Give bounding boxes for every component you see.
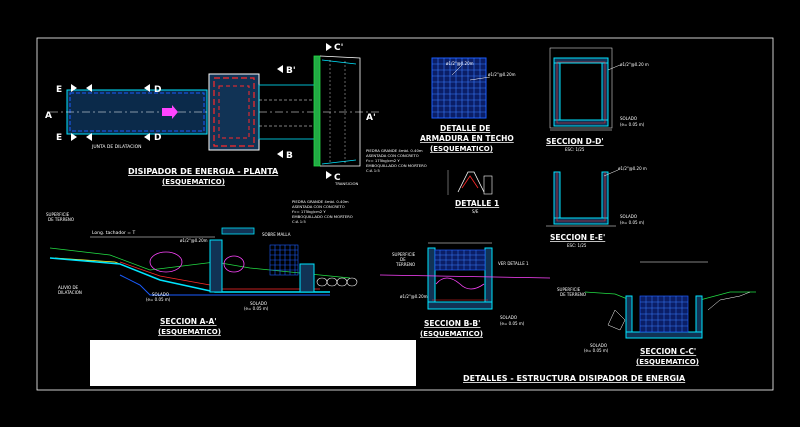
section-dd-view[interactable]: ø1/2"@0.20 m SOLADO (e= 0.05 m): [549, 47, 649, 131]
plan-mark-a: A: [45, 111, 52, 121]
aa-solado1-1: (e= 0.05 m): [146, 297, 171, 302]
sheet-title: DETALLES - ESTRUCTURA DISIPADOR DE ENERG…: [463, 374, 686, 383]
armadura-subtitle: (ESQUEMATICO): [430, 145, 493, 153]
plan-label-transicion: TRANSICION: [334, 181, 359, 186]
section-aa-subtitle: (ESQUEMATICO): [158, 328, 221, 336]
aa-long: Long. tachador = T: [92, 230, 135, 236]
plan-mark-d2: D: [154, 133, 161, 143]
section-bb-view[interactable]: SUPERFICIE DE TERRENO VER DETALLE 1 ø1/2…: [379, 242, 551, 326]
aa-solado2-0: SOLADO: [250, 301, 267, 306]
armadura-rebar1: ø1/2"@0.20m: [446, 61, 474, 66]
cc-solado-1: (e= 0.05 m): [584, 348, 609, 353]
section-dd-scale: ESC: 1/25: [565, 147, 585, 152]
plan-mark-c-prime: C': [334, 43, 343, 53]
cc-solado-0: SOLADO: [590, 343, 607, 348]
bb-solado-1: (e= 0.05 m): [500, 321, 525, 326]
armadura-view[interactable]: ø1/2"@0.20m ø1/2"@0.20m: [431, 57, 516, 119]
section-cc-title: SECCION C-C': [640, 347, 696, 356]
section-bb-title: SECCION B-B': [424, 319, 480, 328]
plan-note-1: ASENTADA CON CONCRETO: [366, 153, 419, 158]
aa-note-0: PIEDRA GRANDE 4mbl. 0.40m: [292, 199, 349, 204]
section-cc-view[interactable]: SUPERFICIE DE TERRENO SOLADO (e= 0.05 m): [557, 261, 756, 353]
aa-surface-0: SUPERFICIE: [46, 212, 70, 217]
aa-note-2: f'c= 175kg/cm2 Y: [292, 209, 326, 214]
dd-rebar: ø1/2"@0.20 m: [620, 62, 649, 67]
bb-solado-0: SOLADO: [500, 315, 517, 320]
plan-mark-b: B: [286, 151, 293, 161]
plan-note-0: PIEDRA GRANDE 4mbl. 0.40m: [366, 148, 423, 153]
plan-mark-d1: D: [154, 85, 161, 95]
aa-note-3: EMBOQUILLADO CON MORTERO: [292, 214, 353, 219]
cc-surface-0: SUPERFICIE: [557, 287, 581, 292]
cc-surface-1: DE TERRENO: [560, 292, 586, 297]
bb-rebar: ø1/2"@0.20m: [400, 294, 428, 299]
section-ee-view[interactable]: ø1/2"@0.20 m SOLADO (e= 0.05 m): [546, 166, 647, 227]
aa-water-0: ALIVIO DE: [58, 285, 79, 290]
aa-grid: SOBRE MALLA: [262, 232, 291, 237]
plan-note-2: f'c= 175kg/cm2 Y: [366, 158, 400, 163]
plan-subtitle: (ESQUEMATICO): [162, 178, 225, 186]
bb-surface-2: TERRENO: [395, 262, 415, 267]
plan-note-4: C:A 1:5: [366, 168, 380, 173]
section-ee-scale: ESC: 1/25: [567, 243, 587, 248]
armadura-title2: ARMADURA EN TECHO: [420, 134, 514, 143]
plan-label-junta: JUNTA DE DILATACION: [91, 144, 142, 150]
bb-ver: VER DETALLE 1: [498, 261, 529, 266]
sheet-border: [36, 37, 774, 391]
section-aa-title: SECCION A-A': [160, 317, 217, 326]
aa-surface-1: DE TERRENO: [48, 217, 74, 222]
section-dd-title: SECCION D-D': [546, 137, 604, 146]
plan-note-3: EMBOQUILLADO CON MORTERO: [366, 163, 427, 168]
section-bb-subtitle: (ESQUEMATICO): [420, 330, 483, 338]
aa-note-1: ASENTADA CON CONCRETO: [292, 204, 345, 209]
detalle1-view[interactable]: [447, 170, 493, 195]
plan-mark-b-prime: B': [286, 66, 296, 76]
aa-water-1: DILATACION: [58, 290, 82, 295]
ee-solado-1: (e= 0.05 m): [620, 220, 645, 225]
plan-mark-e1: E: [56, 85, 62, 95]
ee-rebar: ø1/2"@0.20 m: [618, 166, 647, 171]
armadura-title: DETALLE DE: [440, 124, 490, 133]
bb-surface-0: SUPERFICIE: [392, 252, 416, 257]
plan-mark-c: C: [334, 173, 341, 183]
plan-title: DISIPADOR DE ENERGIA - PLANTA: [128, 167, 279, 176]
aa-solado1-0: SOLADO: [152, 292, 169, 297]
ee-solado-0: SOLADO: [620, 214, 637, 219]
plan-mark-a-prime: A': [366, 113, 376, 123]
aa-note-4: C:A 1:5: [292, 219, 306, 224]
aa-solado2-1: (e= 0.05 m): [244, 306, 269, 311]
dd-solado-1: (e= 0.05 m): [620, 122, 645, 127]
detalle1-title: DETALLE 1: [455, 199, 499, 208]
detalle1-scale: S/E: [472, 209, 479, 214]
bb-surface-1: DE: [400, 257, 406, 262]
aa-rebar: ø1/2"@0.20m: [180, 238, 208, 243]
blank-box: [90, 340, 416, 386]
plan-view[interactable]: E E D D A A' B B' C' C JUNTA DE DILATACI…: [45, 43, 427, 186]
plan-mark-e2: E: [56, 133, 62, 143]
dd-solado-0: SOLADO: [620, 116, 637, 121]
section-cc-subtitle: (ESQUEMATICO): [636, 358, 699, 366]
section-ee-title: SECCION E-E': [550, 233, 605, 242]
armadura-rebar2: ø1/2"@0.20m: [488, 72, 516, 77]
section-aa-view[interactable]: SUPERFICIE DE TERRENO Long. tachador = T…: [46, 199, 358, 311]
